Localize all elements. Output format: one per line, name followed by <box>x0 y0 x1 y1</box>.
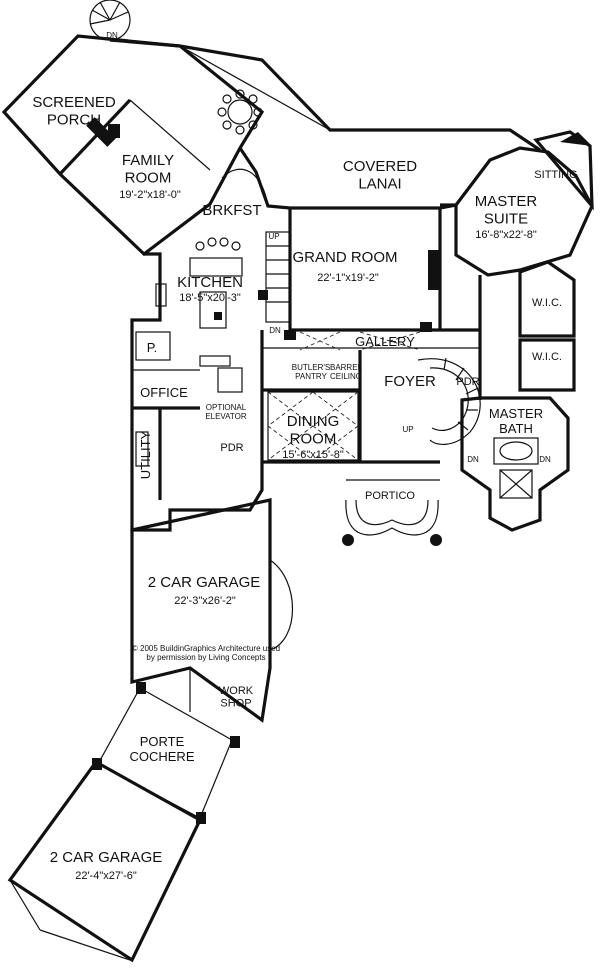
porch-family-wing <box>1 34 265 257</box>
garage-2-dim: 22'-4"x27'-6" <box>75 870 137 882</box>
dn-bath-left-label: DN <box>467 455 479 464</box>
office-utility <box>132 331 200 500</box>
porte-cochere-garage-2 <box>7 682 240 963</box>
foyer-label: FOYER <box>384 373 436 390</box>
kitchen-dim: 18'-5"x20'-3" <box>179 292 241 304</box>
main-stair <box>265 231 291 323</box>
covered-lanai <box>109 38 541 152</box>
dn-bath-right-label: DN <box>539 455 551 464</box>
garage-1-dim: 22'-3"x26'-2" <box>174 595 236 607</box>
main-walls <box>130 147 480 532</box>
grand-room-dim: 22'-1"x19'-2" <box>317 272 379 284</box>
dining-room-dim: 15'-6"x15'-8" <box>282 449 344 461</box>
master-suite-dim: 16'-8"x22'-8" <box>475 229 537 241</box>
up-label-2: UP <box>402 425 413 434</box>
dining-room <box>267 391 359 461</box>
pantry-label: P. <box>147 340 158 355</box>
wic-label-2: W.I.C. <box>532 351 562 363</box>
dn-label-1: DN <box>269 326 281 335</box>
wic-label-1: W.I.C. <box>532 297 562 309</box>
gallery-ceiling <box>299 331 421 351</box>
pdr-label: PDR <box>220 442 243 454</box>
copyright-notice: © 2005 BuildinGraphics Architecture used… <box>132 644 280 662</box>
up-label-1: UP <box>268 232 279 241</box>
family-room-dim: 19'-2"x18'-0" <box>119 189 181 201</box>
portico <box>342 479 442 546</box>
pdr-master-label: PDR <box>456 376 479 388</box>
grand-room-label: GRAND ROOM <box>293 249 398 266</box>
kitchen-fixtures <box>155 237 243 393</box>
foyer-curved-stair <box>417 357 481 445</box>
kitchen-label: KITCHEN <box>177 274 243 291</box>
brkfst-label: BRKFST <box>202 202 261 219</box>
garage-1-label: 2 CAR GARAGE <box>148 574 261 591</box>
utility-label: UTILITY <box>138 430 153 479</box>
sitting-label: SITTING <box>534 169 577 181</box>
garage-1 <box>130 498 294 723</box>
master-suite <box>440 130 594 277</box>
gallery-label: GALLERY <box>355 334 415 349</box>
portico-label: PORTICO <box>365 490 415 502</box>
garage-2-label: 2 CAR GARAGE <box>50 849 163 866</box>
office-label: OFFICE <box>140 385 188 400</box>
dn-top-label: DN <box>106 31 118 40</box>
master-bath <box>460 260 576 532</box>
